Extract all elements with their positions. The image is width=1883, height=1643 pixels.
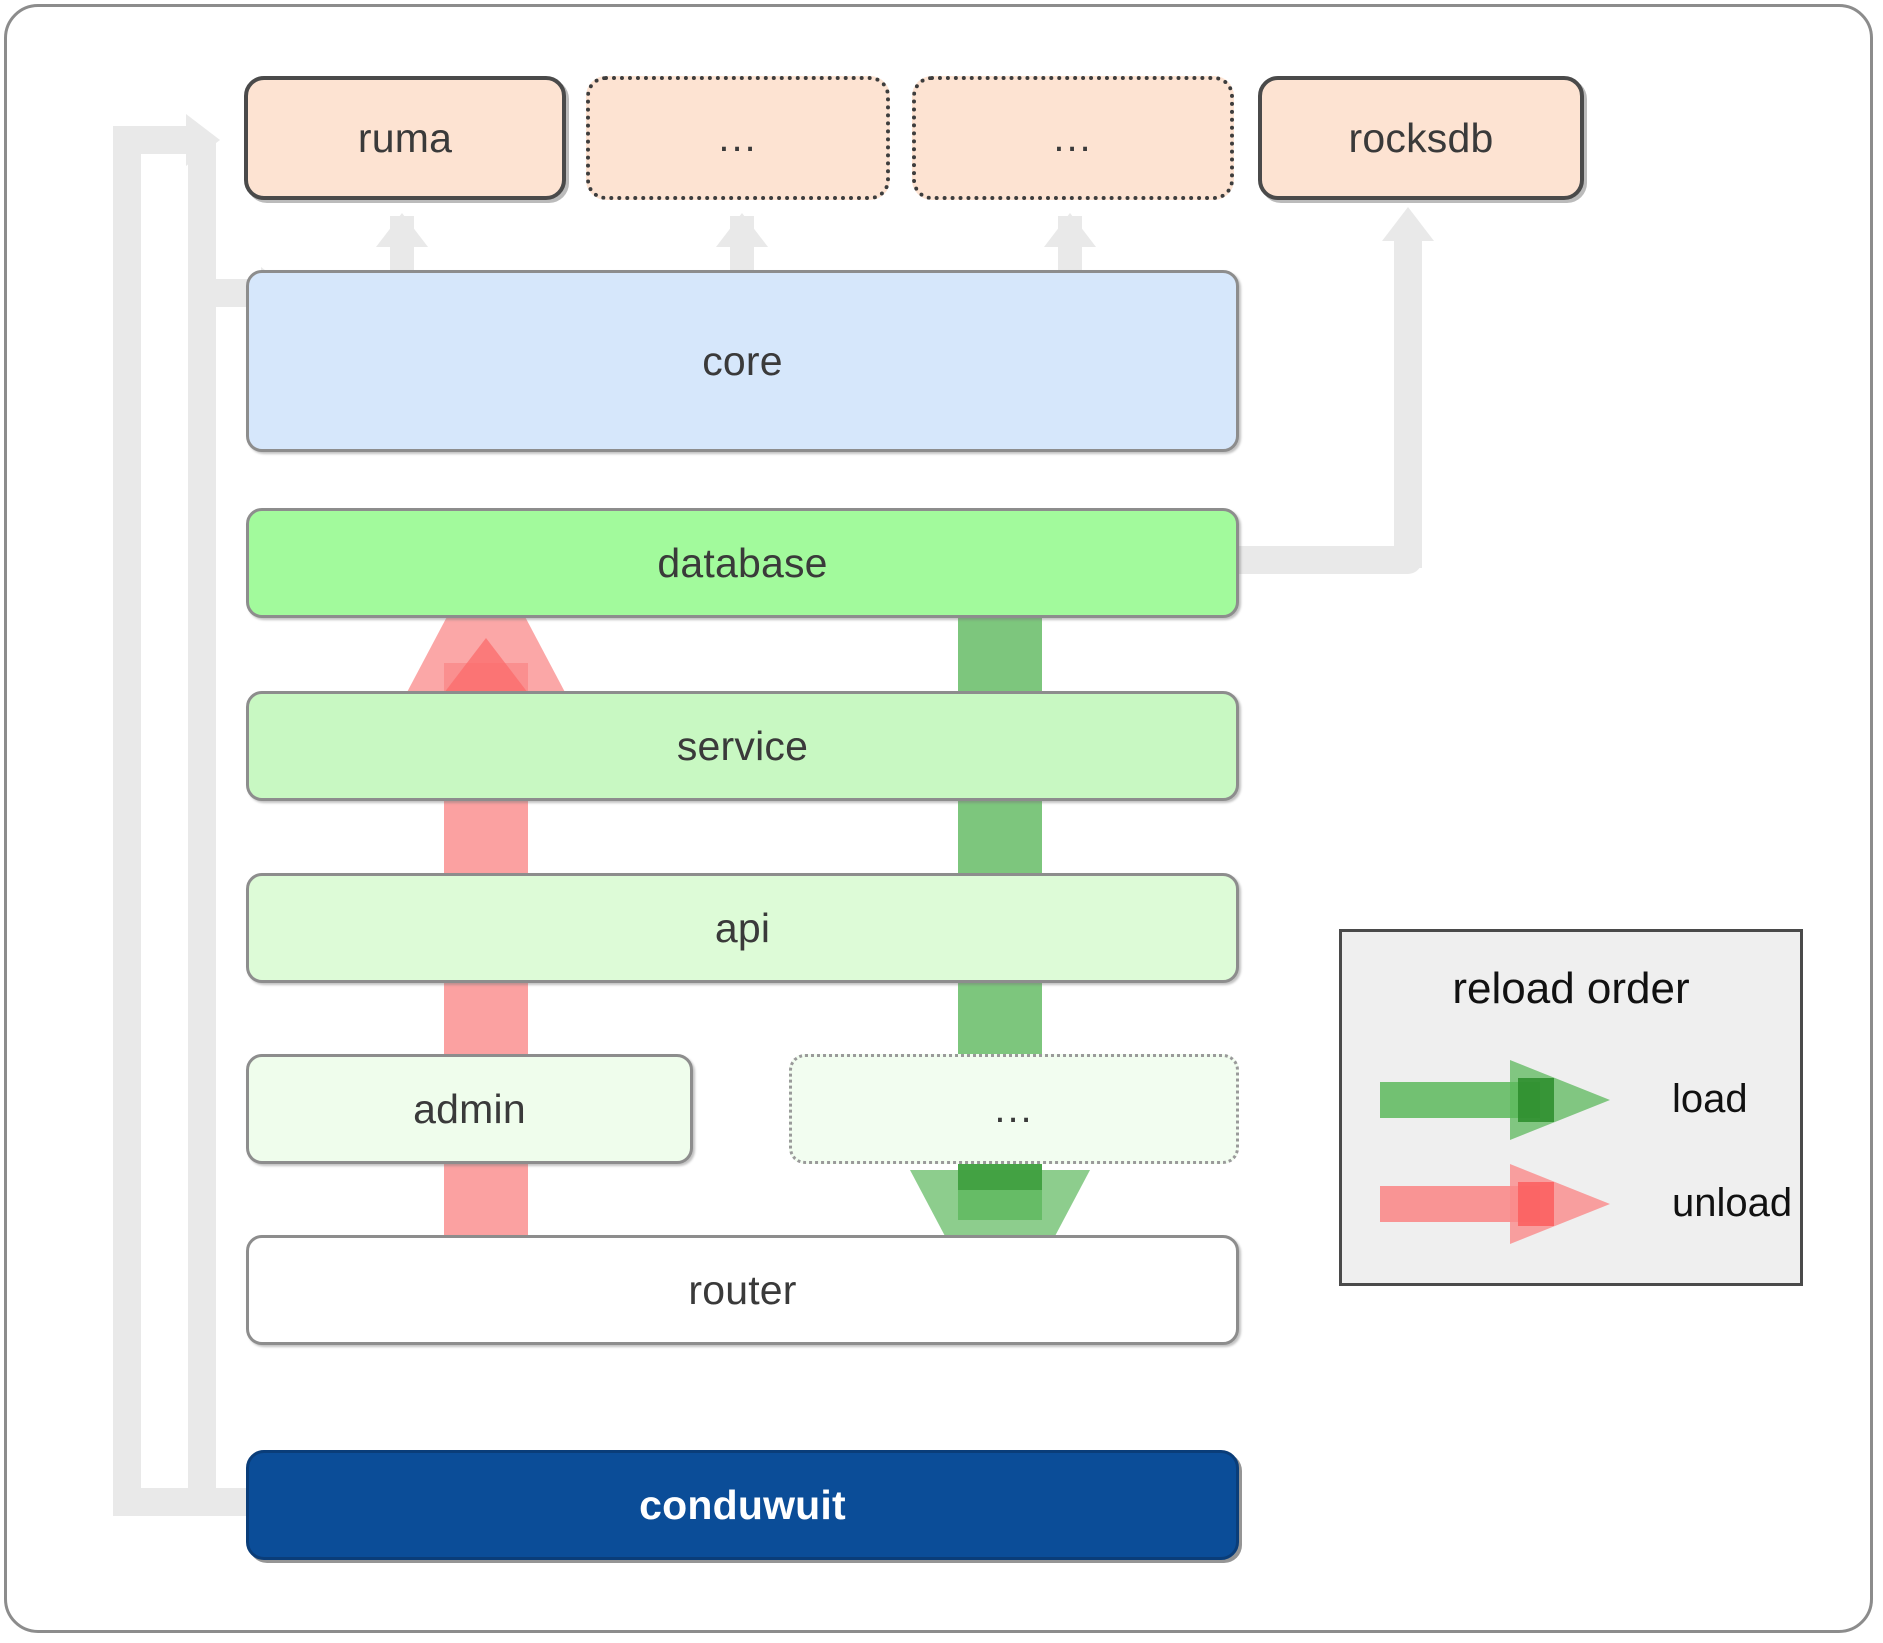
layer-label-service: service (676, 722, 809, 769)
connector-trunk-outer (113, 126, 141, 1516)
legend-label-unload: unload (1672, 1181, 1793, 1225)
application-box-conduwuit[interactable]: conduwuit (246, 1450, 1239, 1560)
legend-title: reload order (1452, 964, 1690, 1013)
layer-box-service[interactable]: service (246, 691, 1239, 801)
layer-label-api: api (714, 904, 771, 951)
connector-core-to-ruma-head (376, 213, 428, 247)
connector-database-to-rocksdb-horizontal (1228, 546, 1422, 574)
connector-database-to-rocksdb-vertical (1394, 238, 1422, 568)
legend-unload-arrow-icon (1380, 1164, 1610, 1244)
dependency-box-placeholder-1[interactable]: ... (586, 76, 890, 200)
legend-row-load (1380, 1060, 1610, 1140)
layer-label-router: router (688, 1266, 797, 1313)
connector-database-to-rocksdb-head (1382, 207, 1434, 241)
layer-box-admin[interactable]: admin (246, 1054, 693, 1164)
legend-load-arrow-icon (1380, 1060, 1610, 1140)
legend-panel: reload order load unload (1339, 929, 1803, 1286)
connector-core-to-dep2-head (716, 213, 768, 247)
legend-row-unload (1380, 1164, 1610, 1244)
connector-core-to-dep3-head (1044, 213, 1096, 247)
layer-box-database[interactable]: database (246, 508, 1239, 618)
layer-box-api[interactable]: api (246, 873, 1239, 983)
application-label-conduwuit: conduwuit (639, 1481, 846, 1528)
layer-label-database: database (657, 539, 828, 586)
connector-branch-to-ruma (113, 126, 191, 154)
layer-box-router[interactable]: router (246, 1235, 1239, 1345)
dependency-label-ruma: ruma (357, 114, 453, 161)
layer-label-admin: admin (413, 1085, 526, 1132)
layer-box-core[interactable]: core (246, 270, 1239, 452)
connector-trunk-inner (188, 138, 216, 1516)
dependency-box-ruma[interactable]: ruma (244, 76, 566, 200)
dependency-label-rocksdb: rocksdb (1348, 114, 1494, 161)
legend-label-load: load (1672, 1077, 1748, 1121)
layer-box-more[interactable]: ... (789, 1054, 1239, 1164)
layer-label-core: core (702, 337, 783, 384)
dependency-box-placeholder-2[interactable]: ... (912, 76, 1234, 200)
dependency-box-rocksdb[interactable]: rocksdb (1258, 76, 1584, 200)
